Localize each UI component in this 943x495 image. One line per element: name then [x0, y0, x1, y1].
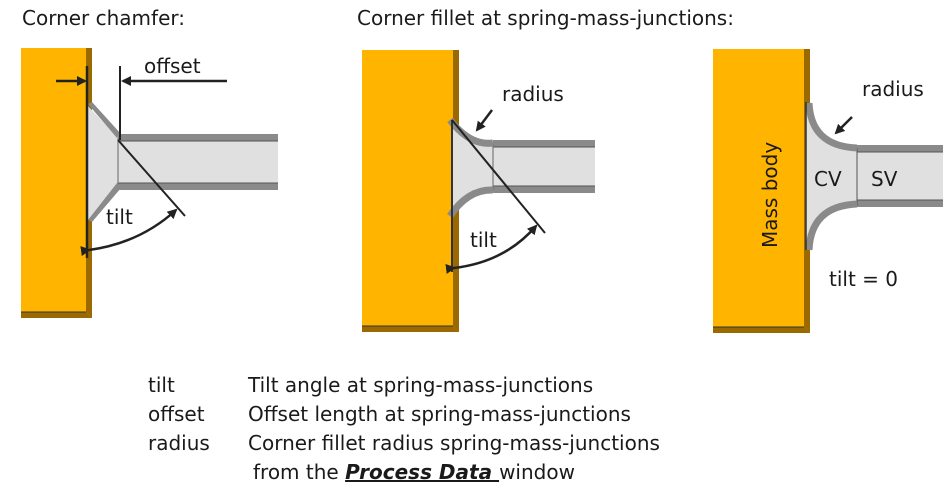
- spring-volume-2: [493, 144, 595, 189]
- tilt-label-1: tilt: [106, 205, 133, 229]
- legend-row-tilt: tilt Tilt angle at spring-mass-junctions: [148, 371, 660, 400]
- process-data-window-link[interactable]: Process Data: [345, 460, 500, 484]
- mass-body-3: [713, 49, 810, 333]
- legend-key: radius: [148, 431, 210, 455]
- continuation-suffix: window: [499, 460, 575, 484]
- legend-row-offset: offset Offset length at spring-mass-junc…: [148, 400, 660, 429]
- offset-label: offset: [144, 54, 201, 78]
- legend-desc: Tilt angle at spring-mass-junctions: [248, 373, 594, 397]
- radius-label-1: radius: [502, 82, 564, 106]
- fillet-tilt-diagram: radius tilt: [362, 50, 595, 332]
- tilt-zero-label: tilt = 0: [829, 267, 898, 291]
- legend-key: tilt: [148, 373, 175, 397]
- legend-continuation: from the Process Data window: [148, 458, 660, 487]
- spring-volume-sv: [857, 148, 943, 204]
- chamfer-diagram: offset tilt: [21, 48, 278, 318]
- tilt-label-2: tilt: [470, 228, 497, 252]
- legend-row-radius: radius Corner fillet radius spring-mass-…: [148, 429, 660, 458]
- legend-desc: Corner fillet radius spring-mass-junctio…: [248, 431, 660, 455]
- legend-desc: Offset length at spring-mass-junctions: [248, 402, 631, 426]
- mass-body-1-bottom-edge: [21, 312, 92, 318]
- fillet-volume-tilt: [453, 121, 493, 215]
- mass-body-1: [21, 48, 92, 318]
- sv-label: SV: [871, 167, 898, 191]
- mass-body-label: Mass body: [758, 142, 782, 248]
- legend-key: offset: [148, 402, 205, 426]
- continuation-prefix: from the: [253, 460, 346, 484]
- fillet-zero-tilt-diagram: radius CV SV Mass body tilt = 0: [713, 49, 943, 333]
- legend: tilt Tilt angle at spring-mass-junctions…: [148, 371, 660, 487]
- fillet-volume-cv: [806, 103, 857, 250]
- fillet-title: Corner fillet at spring-mass-junctions:: [357, 6, 734, 30]
- mass-body-2: [362, 50, 459, 332]
- spring-volume-1: [118, 138, 278, 186]
- radius-label-2: radius: [862, 77, 924, 101]
- chamfer-title: Corner chamfer:: [22, 6, 185, 30]
- cv-label: CV: [814, 167, 842, 191]
- junction-diagrams: offset tilt radius tilt: [21, 48, 943, 333]
